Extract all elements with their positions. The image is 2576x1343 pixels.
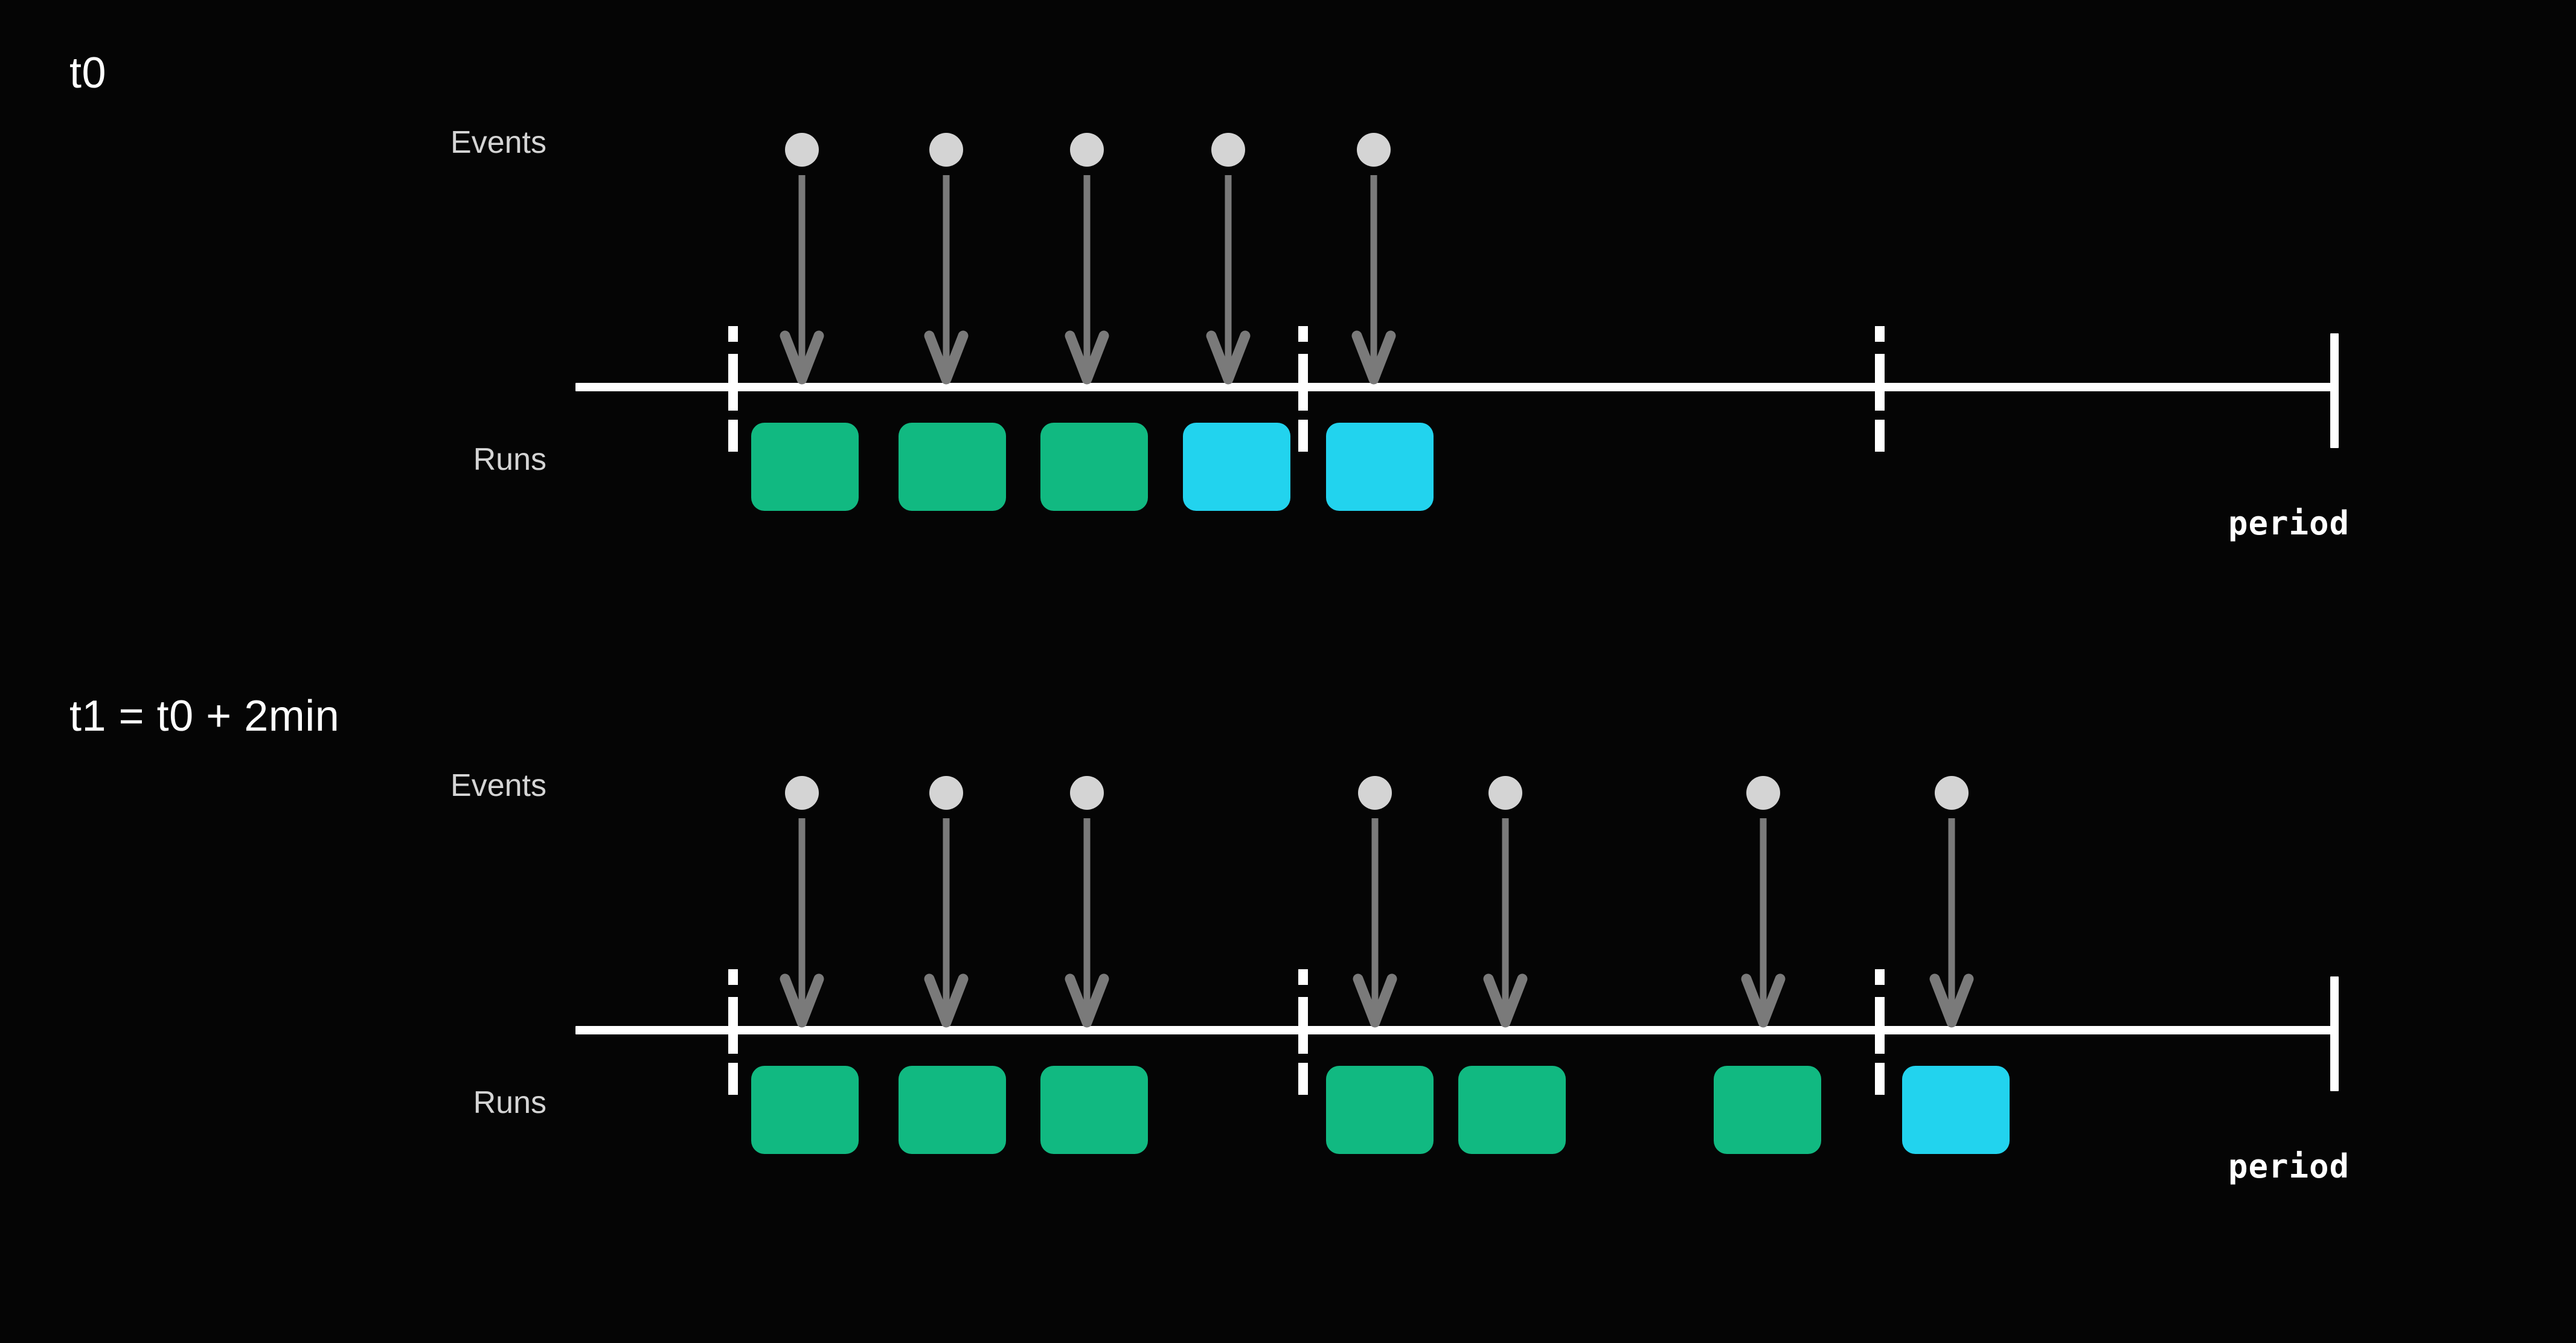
event-arrow-1 <box>778 818 826 1028</box>
runs-row-label: Runs <box>473 442 546 477</box>
event-arrow-5 <box>1481 818 1530 1028</box>
run-box-cyan-4 <box>1183 423 1290 511</box>
event-arrow-2 <box>922 818 970 1028</box>
period-divider-lower-2 <box>1298 1028 1308 1095</box>
event-arrow-2 <box>922 175 970 385</box>
run-box-green-2 <box>899 1066 1006 1154</box>
event-dot-2 <box>929 133 963 167</box>
period-divider-upper-2 <box>1298 326 1308 386</box>
period-divider-upper-1 <box>728 326 738 386</box>
event-arrow-3 <box>1063 175 1111 385</box>
event-dot-3 <box>1070 776 1104 810</box>
period-divider-upper-1 <box>728 969 738 1030</box>
run-box-cyan-7 <box>1902 1066 2010 1154</box>
event-arrow-4 <box>1204 175 1252 385</box>
events-row-label: Events <box>450 125 546 160</box>
run-box-green-1 <box>751 1066 859 1154</box>
run-box-green-2 <box>899 423 1006 511</box>
period-divider-lower-1 <box>728 1028 738 1095</box>
event-arrow-1 <box>778 175 826 385</box>
event-dot-1 <box>785 133 819 167</box>
period-divider-upper-3 <box>1875 969 1885 1030</box>
run-box-green-1 <box>751 423 859 511</box>
run-box-green-3 <box>1040 1066 1148 1154</box>
run-box-cyan-5 <box>1326 423 1434 511</box>
event-arrow-7 <box>1927 818 1976 1028</box>
event-dot-3 <box>1070 133 1104 167</box>
event-arrow-6 <box>1739 818 1787 1028</box>
period-end-tick <box>2330 976 2339 1091</box>
event-dot-5 <box>1357 133 1391 167</box>
run-box-green-3 <box>1040 423 1148 511</box>
runs-row-label: Runs <box>473 1085 546 1120</box>
event-arrow-5 <box>1350 175 1398 385</box>
run-box-green-5 <box>1458 1066 1566 1154</box>
period-divider-lower-1 <box>728 385 738 452</box>
period-divider-lower-3 <box>1875 1028 1885 1095</box>
event-dot-7 <box>1935 776 1969 810</box>
timeline-axis <box>575 383 2334 391</box>
event-dot-6 <box>1746 776 1780 810</box>
event-dot-5 <box>1488 776 1522 810</box>
period-divider-lower-3 <box>1875 385 1885 452</box>
run-box-green-4 <box>1326 1066 1434 1154</box>
period-divider-upper-3 <box>1875 326 1885 386</box>
event-dot-1 <box>785 776 819 810</box>
run-box-green-6 <box>1714 1066 1821 1154</box>
timestamp-caption: t1 = t0 + 2min <box>69 692 340 740</box>
event-dot-4 <box>1358 776 1392 810</box>
period-label: period <box>2228 1147 2350 1185</box>
timestamp-caption: t0 <box>69 49 107 97</box>
period-end-tick <box>2330 333 2339 448</box>
period-divider-upper-2 <box>1298 969 1308 1030</box>
event-arrow-3 <box>1063 818 1111 1028</box>
period-divider-lower-2 <box>1298 385 1308 452</box>
period-label: period <box>2228 504 2350 542</box>
event-dot-4 <box>1211 133 1245 167</box>
events-row-label: Events <box>450 768 546 803</box>
event-arrow-4 <box>1351 818 1399 1028</box>
timeline-axis <box>575 1026 2334 1034</box>
event-dot-2 <box>929 776 963 810</box>
